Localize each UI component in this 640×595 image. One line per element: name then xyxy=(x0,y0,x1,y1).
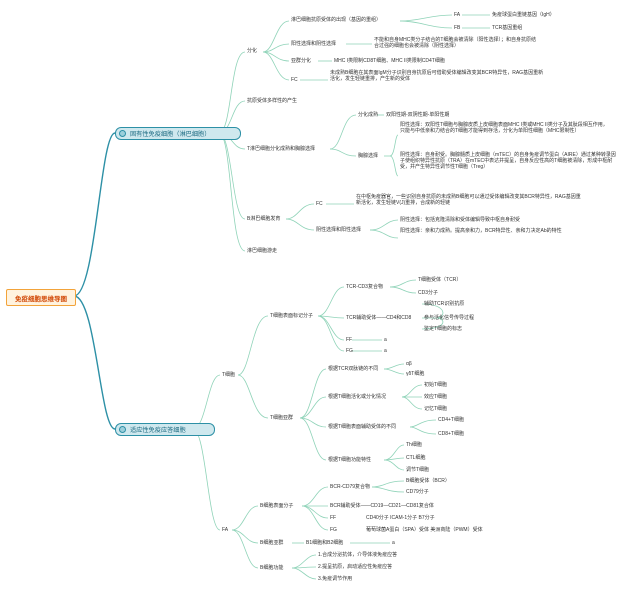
node-by-marker-item-2: CD8+T细胞 xyxy=(438,431,464,437)
node-fb-text: TCR基因重组 xyxy=(492,25,523,31)
node-b-neg: 阴性选择：包括克隆清除和受体编辑导致中枢自身耐受 xyxy=(400,217,521,223)
node-thymus-neg: 阴性选择：自身耐受。胸腺髓质上皮细胞（mTEC）的自身免疫调节蛋白（AIRE）通… xyxy=(400,152,616,171)
node-bcr-item-1: B细胞受体（BCR） xyxy=(406,478,450,484)
node-by-func-item-3: 调节T细胞 xyxy=(406,467,430,473)
node-b-select[interactable]: 阴性选择和阳性选择 xyxy=(316,227,362,233)
node-b-subsets[interactable]: B细胞亚群 xyxy=(260,540,284,546)
node-subset-text: MHC I类限制CD8T细胞、MHC II类限制CD4T细胞 xyxy=(334,58,445,64)
node-b-function[interactable]: B细胞功能 xyxy=(260,565,284,571)
node-b-fc[interactable]: FC xyxy=(316,201,323,207)
node-by-tcr-item-1: αβ xyxy=(406,361,412,367)
bullet-icon xyxy=(119,130,126,137)
bullet-icon xyxy=(119,426,126,433)
node-t-fg-val: a xyxy=(384,348,387,354)
node-b-develop[interactable]: B淋巴细胞发育 xyxy=(247,216,281,222)
node-coreceptor-item-2: 参与活化信号传导过程 xyxy=(424,315,475,321)
node-b-markers[interactable]: B细胞表面分子 xyxy=(260,503,294,509)
node-b-function-item-1: 1.合成分泌抗体，介导体液免疫应答 xyxy=(318,552,398,558)
node-fa[interactable]: FA xyxy=(222,527,229,533)
node-by-marker[interactable]: 根据T细胞表面辅助受体的不同 xyxy=(328,424,397,430)
node-bcr-coreceptor[interactable]: BCR辅助受体——CD19—CD21—CD81复合体 xyxy=(330,503,434,509)
node-t-markers[interactable]: T细胞表面标记分子 xyxy=(270,313,314,319)
node-b-function-item-2: 2.提呈抗原，启动适应性免疫应答 xyxy=(318,564,393,570)
node-t-ff-val: a xyxy=(384,337,387,343)
node-b-ff[interactable]: FF xyxy=(330,515,337,521)
node-b-fc-text: 在中枢免疫器官，一些识别自身抗原的未成熟B细胞可以通过受体编辑改变其BCR特异性… xyxy=(356,194,581,207)
node-b-pos: 阳性选择：亲和力成熟。提高亲和力，BCR特异性、亲和力决定Ab的特性 xyxy=(400,228,562,234)
node-by-marker-item-1: CD4+T细胞 xyxy=(438,417,464,423)
node-diff[interactable]: 分化 xyxy=(247,48,258,54)
node-thymus[interactable]: 胸腺选择 xyxy=(358,153,379,159)
node-bcr-cd79[interactable]: BCR-CD79复合物 xyxy=(330,484,371,490)
node-by-func[interactable]: 根据T细胞功能特性 xyxy=(328,457,372,463)
node-antigen-receptor[interactable]: 淋巴细胞抗原受体的出现（基因的重组） xyxy=(291,17,382,23)
node-t-select[interactable]: T淋巴细胞分化成熟和胸腺选择 xyxy=(247,146,316,152)
node-subset[interactable]: 亚群分化 xyxy=(291,58,312,64)
branch-innate[interactable]: 固有性免疫细胞（淋巴细胞） xyxy=(115,127,241,140)
node-tcr-item-1: T细胞受体（TCR） xyxy=(418,277,462,283)
node-tcr-item-2: CD3分子 xyxy=(418,290,439,296)
branch-adaptive[interactable]: 适应性免疫应答细胞 xyxy=(115,423,215,436)
node-by-stage[interactable]: 根据T细胞活化或分化情况 xyxy=(328,394,387,400)
node-fa-text: 免疫球蛋白重链基因（IgH） xyxy=(492,12,555,18)
node-coreceptor-item-3: 鉴定T细胞的标志 xyxy=(424,326,463,332)
node-b-function-item-3: 3.免疫调节作用 xyxy=(318,576,353,582)
node-bcr-item-2: CD79分子 xyxy=(406,489,429,495)
branch-adaptive-label: 适应性免疫应答细胞 xyxy=(130,427,186,434)
branch-innate-label: 固有性免疫细胞（淋巴细胞） xyxy=(130,131,211,138)
root-node[interactable]: 免疫细胞思维导图 xyxy=(6,289,76,306)
node-b-fg-text: 葡萄球菌A蛋白（SPA）受体 美洲商陆（PWM）受体 xyxy=(366,527,483,533)
node-by-tcr-item-2: γδT细胞 xyxy=(406,371,425,377)
node-b-subsets-text: B1细胞和B2细胞 xyxy=(306,540,344,546)
node-coreceptor-item-1: 辅助TCR识别抗原 xyxy=(424,301,465,307)
node-fa[interactable]: FA xyxy=(454,12,461,18)
node-fc-text: 未成熟B细胞在其表面IgM分子识别自身抗原后可借助受体编辑改变其BCR特异性，R… xyxy=(330,70,544,83)
node-fc[interactable]: FC xyxy=(291,77,298,83)
node-by-func-item-1: Th细胞 xyxy=(406,442,422,448)
node-t-subsets[interactable]: T细胞亚群 xyxy=(270,415,294,421)
node-fb[interactable]: FB xyxy=(454,25,461,31)
node-pos-neg[interactable]: 阳性选择和阴性选择 xyxy=(291,41,337,47)
node-by-stage-item-3: 记忆T细胞 xyxy=(424,406,448,412)
node-coreceptor[interactable]: TCR辅助受体——CD4和CD8 xyxy=(346,315,412,321)
node-by-tcr[interactable]: 根据TCR双肽链的不同 xyxy=(328,366,379,372)
node-by-stage-item-1: 初始T细胞 xyxy=(424,382,448,388)
node-by-stage-item-2: 效应T细胞 xyxy=(424,394,448,400)
node-b-ff-text: CD40分子 ICAM-1分子 B7分子 xyxy=(366,515,435,521)
node-t-cell[interactable]: T细胞 xyxy=(222,372,236,378)
node-b-fg[interactable]: FG xyxy=(330,527,337,533)
node-diff-type-text: 双阳性期-双阴性期-单阳性期 xyxy=(386,112,450,118)
node-pos-neg-text: 不能和自身MHC类分子结合的T细胞会被清除（阳性选择）；和自身抗原结合过强的细胞… xyxy=(374,37,536,50)
node-thymus-pos: 阳性选择：双阳性T细胞与胸腺皮质上皮细胞表面MHC I类或MHC II类分子及其… xyxy=(400,122,608,135)
node-t-fg[interactable]: FG xyxy=(346,348,353,354)
node-t-homing[interactable]: 淋巴细胞游走 xyxy=(247,248,278,254)
node-by-func-item-2: CTL细胞 xyxy=(406,455,426,461)
node-antigen-diversity[interactable]: 抗原受体多样性的产生 xyxy=(247,98,298,104)
node-t-ff[interactable]: FF xyxy=(346,337,353,343)
node-b-subsets-val: a xyxy=(392,540,395,546)
node-tcr-cd3[interactable]: TCR-CD3复合物 xyxy=(346,284,383,290)
node-diff-type[interactable]: 分化成熟 xyxy=(358,112,379,118)
